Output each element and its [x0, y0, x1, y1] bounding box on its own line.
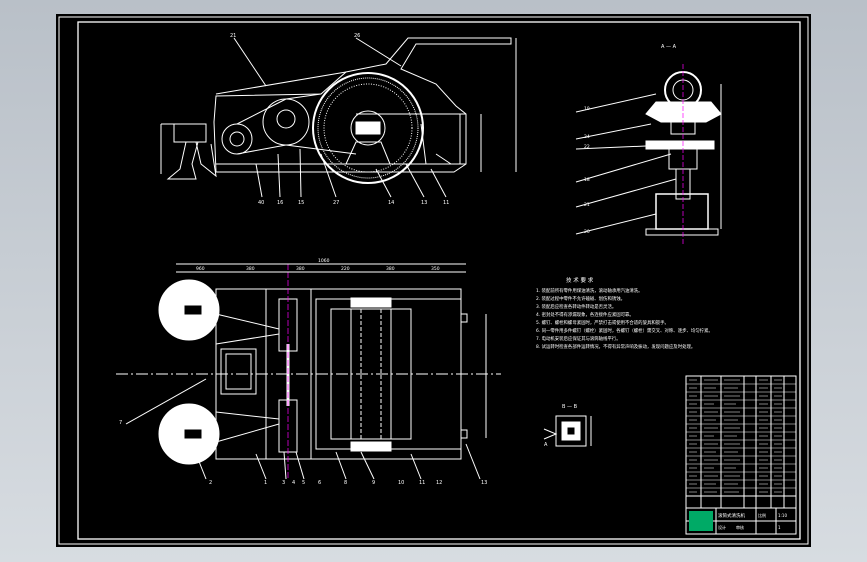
plan-label-7: 6 — [318, 480, 321, 486]
note-7: 7. 电动机安装后应保证其与滚筒轴线平行。 — [536, 335, 621, 342]
section-bb-title: B — B — [562, 404, 578, 410]
dim-7: 1060 — [318, 258, 330, 264]
drawing-sheet: 21 26 40 16 15 27 14 13 11 — [56, 14, 811, 547]
title-block-sheet: 1 — [778, 525, 781, 530]
section-label-1: 19 — [584, 106, 590, 112]
note-5: 5. 螺钉、螺栓和螺母紧固时，严禁打击或使用不合适的旋具和扳手。 — [536, 319, 669, 326]
front-label-4: 16 — [277, 200, 283, 206]
note-2: 2. 装配过程中零件不允许磕碰、划伤和锈蚀。 — [536, 295, 625, 302]
note-1: 1. 装配前所有零件用煤油清洗，滚动轴承用汽油清洗。 — [536, 287, 643, 294]
dim-4: 220 — [341, 266, 350, 272]
plan-label-6: 5 — [302, 480, 305, 486]
section-label-2: 24 — [584, 134, 590, 140]
plan-view — [116, 263, 501, 480]
plan-label-10: 10 — [398, 480, 404, 486]
front-label-9: 11 — [443, 200, 449, 206]
title-block-scale-label: 比例 — [758, 512, 766, 518]
plan-label-5: 4 — [292, 480, 295, 486]
front-label-3: 40 — [258, 200, 264, 206]
plan-label-2: 2 — [209, 480, 212, 486]
plan-label-3: 1 — [264, 480, 267, 486]
dim-6: 350 — [431, 266, 440, 272]
dim-3: 380 — [296, 266, 305, 272]
section-aa-title: A — A — [661, 44, 677, 50]
section-label-6: 20 — [584, 229, 590, 235]
title-block-name: 滚筒式清洗机 — [718, 512, 745, 519]
note-4: 4. 密封处不得有渗漏现象，各连接件应紧固可靠。 — [536, 311, 634, 318]
view-arrow-a: A — [544, 442, 548, 448]
plan-label-11: 11 — [419, 480, 425, 486]
plan-label-1: 7 — [119, 420, 122, 426]
title-block-drawn: 设计 — [718, 524, 726, 530]
front-label-8: 13 — [421, 200, 427, 206]
section-bb-view — [543, 415, 592, 447]
front-label-5: 15 — [298, 200, 304, 206]
section-label-3: 22 — [584, 144, 590, 150]
dim-5: 380 — [386, 266, 395, 272]
note-6: 6. 同一零件用多件螺钉（螺栓）紧固时，各螺钉（螺栓）需交叉、对称、逐步、均匀拧… — [536, 327, 713, 334]
title-block-checked: 审核 — [736, 524, 744, 530]
front-label-7: 14 — [388, 200, 394, 206]
front-label-2: 26 — [354, 33, 360, 39]
cad-drawing: 21 26 40 16 15 27 14 13 11 — [58, 16, 809, 545]
inner-border — [77, 21, 801, 540]
dim-1: 960 — [196, 266, 205, 272]
plan-label-8: 8 — [344, 480, 347, 486]
title-block-scale: 1:10 — [778, 513, 787, 518]
front-label-6: 27 — [333, 200, 339, 206]
plan-label-4: 3 — [282, 480, 285, 486]
plan-label-13: 13 — [481, 480, 487, 486]
notes-heading: 技 术 要 求 — [566, 276, 594, 284]
note-8: 8. 试运转时检查各部件运转情况，不得有异常声响及振动，发现问题应及时处理。 — [536, 343, 695, 350]
plan-label-12: 12 — [436, 480, 442, 486]
section-label-4: 18 — [584, 177, 590, 183]
front-view — [160, 37, 517, 198]
dim-2: 380 — [246, 266, 255, 272]
plan-label-9: 9 — [372, 480, 375, 486]
outer-border — [58, 16, 809, 545]
section-label-5: 21 — [584, 202, 590, 208]
front-label-1: 21 — [230, 33, 236, 39]
section-aa-view — [575, 64, 722, 244]
note-3: 3. 装配后应检查各转动件转动是否灵活。 — [536, 303, 616, 310]
parts-list — [685, 375, 797, 535]
